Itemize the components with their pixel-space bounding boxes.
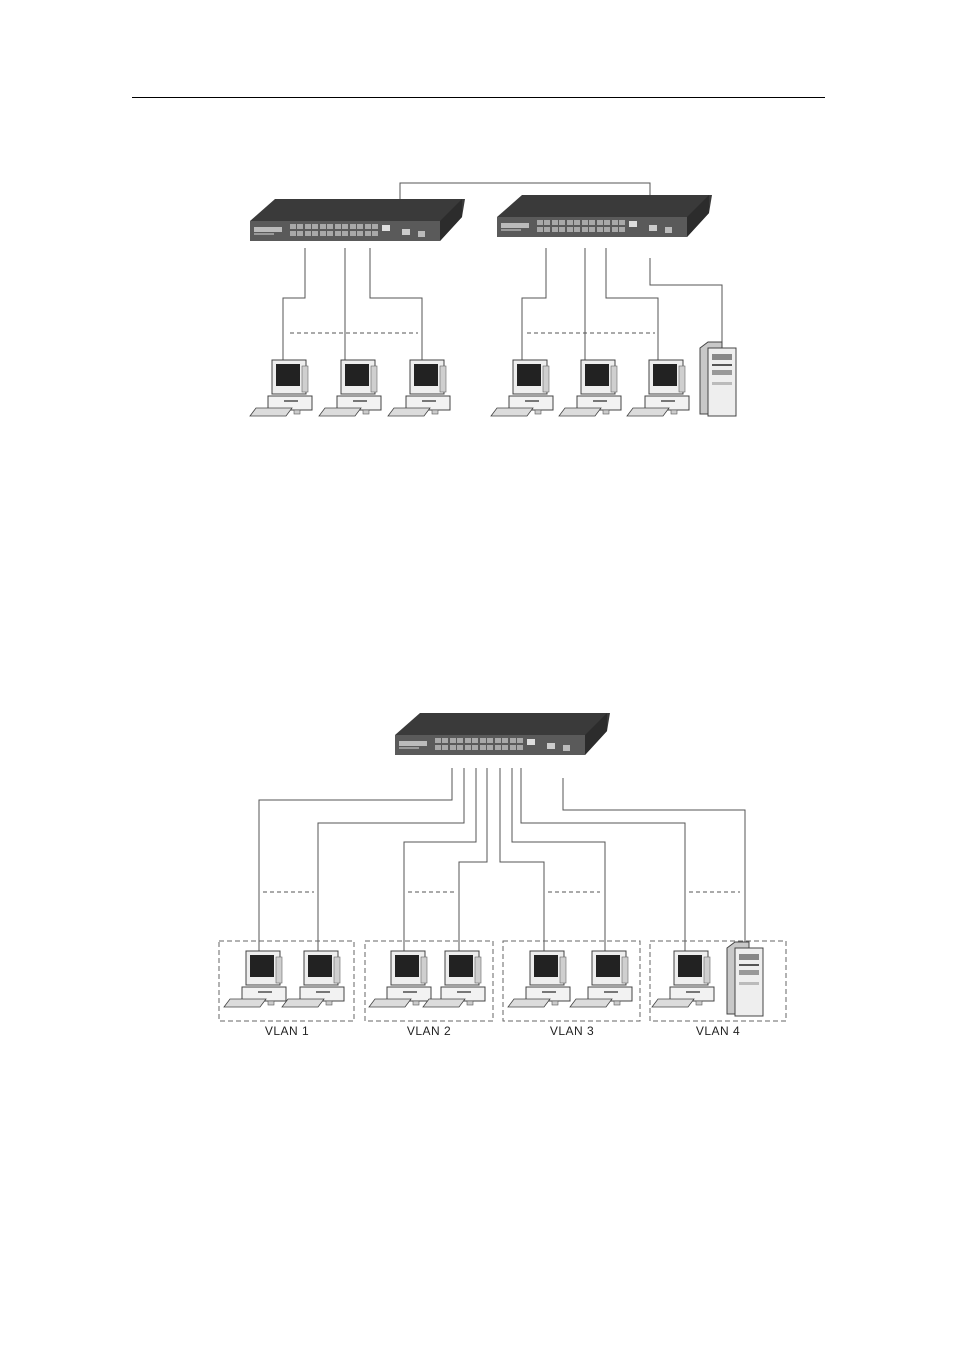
computer-icon [250, 360, 312, 416]
computer-icon [491, 360, 553, 416]
computer-icon [369, 951, 431, 1007]
vlan-label-4: VLAN 4 [696, 1024, 740, 1038]
computer-icon [570, 951, 632, 1007]
vlan-label-2: VLAN 2 [407, 1024, 451, 1038]
computer-icon [423, 951, 485, 1007]
computer-icon [627, 360, 689, 416]
switch-2-icon [497, 195, 712, 237]
server-icon [700, 342, 736, 416]
computer-icon [508, 951, 570, 1007]
vlan-label-3: VLAN 3 [550, 1024, 594, 1038]
computer-icon [224, 951, 286, 1007]
computer-icon [559, 360, 621, 416]
switch-vlan-icon [395, 713, 610, 755]
computer-icon [282, 951, 344, 1007]
computer-icon [319, 360, 381, 416]
server-icon [727, 942, 763, 1016]
vlan-label-1: VLAN 1 [265, 1024, 309, 1038]
diagram-cascade [250, 183, 736, 416]
cables-vlan [259, 768, 745, 952]
computer-icon [388, 360, 450, 416]
switch-1-icon [250, 199, 465, 241]
computer-icon [652, 951, 714, 1007]
diagram-vlans: VLAN 1 VLAN 2 VLAN 3 VLAN 4 [219, 713, 786, 1038]
vlan-4-box [650, 941, 786, 1021]
